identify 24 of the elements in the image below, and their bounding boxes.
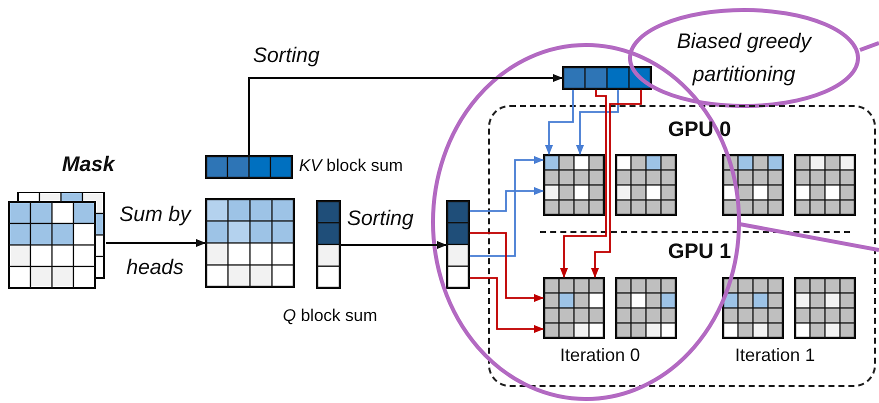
arrow — [248, 74, 563, 155]
arrow — [470, 156, 544, 257]
arrow — [576, 90, 619, 155]
edge-label: Sorting — [347, 207, 414, 231]
arrow — [591, 90, 642, 278]
arrow — [106, 239, 206, 247]
iteration-label: Iteration 0 — [560, 345, 640, 366]
callout-line — [859, 41, 879, 52]
bar-label: KV block sum — [299, 156, 403, 176]
gpu-label: GPU 0 — [668, 118, 732, 142]
arrow — [545, 90, 574, 155]
callout-text: Biased greedy partitioning — [676, 29, 813, 88]
arrow — [560, 90, 607, 278]
arrow — [341, 241, 447, 249]
iteration-label: Iteration 1 — [735, 345, 816, 366]
edge-label: Sum by heads — [118, 202, 192, 281]
bar-label: Q block sum — [282, 306, 378, 326]
gpu-label: GPU 1 — [668, 240, 732, 264]
dashed-container — [488, 105, 876, 387]
mask-title: Mask — [62, 153, 115, 177]
arrow — [470, 187, 544, 212]
arrow — [470, 232, 544, 302]
edge-label: Sorting — [253, 44, 320, 68]
arrow — [470, 277, 544, 333]
